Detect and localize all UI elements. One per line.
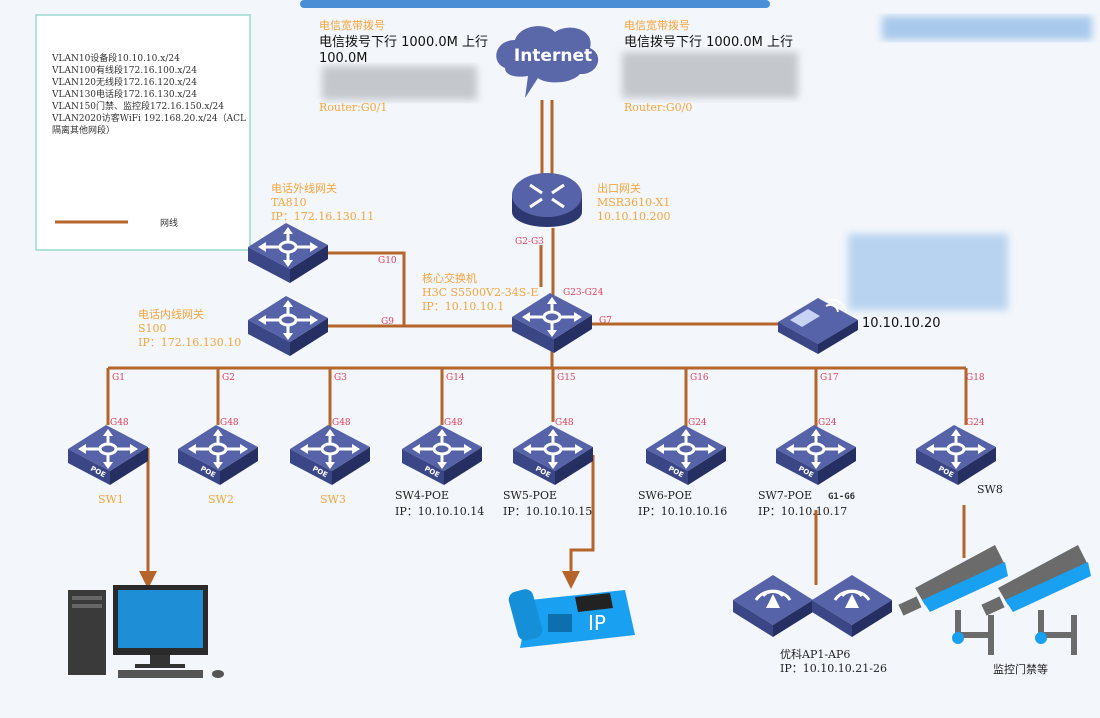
ap-ip: IP：10.10.10.21-26 xyxy=(780,662,887,675)
switch-name: SW8 xyxy=(977,483,1003,496)
isp-left-title: 电信宽带拨号 xyxy=(319,18,385,32)
s100-name: 电话内线网关 xyxy=(138,307,204,321)
port-label: G3 xyxy=(334,373,347,383)
internet-label: Internet xyxy=(514,46,592,66)
legend-vlan-100: VLAN100有线段172.16.100.x/24 xyxy=(51,64,197,76)
core-switch-icon xyxy=(510,291,594,355)
switch-name: SW4-POE xyxy=(395,489,449,502)
legend-vlan-2020-cont: 隔离其他网段） xyxy=(52,124,115,136)
ta810-name: 电话外线网关 xyxy=(271,181,337,195)
port-label: G1 xyxy=(112,373,125,383)
ta810-ip: IP：172.16.130.11 xyxy=(271,210,374,223)
switch-ip: IP：10.10.10.15 xyxy=(503,505,592,518)
redacted-account xyxy=(622,52,798,98)
port-label: G24 xyxy=(966,418,985,428)
top-banner xyxy=(300,0,770,8)
switch-name: SW3 xyxy=(320,493,346,506)
redacted-account xyxy=(322,66,477,100)
core-switch-ip: IP：10.10.10.1 xyxy=(422,300,504,313)
router-model: MSR3610-X1 xyxy=(597,196,670,209)
switch-ip: IP：10.10.10.14 xyxy=(395,505,484,518)
access-switch-icon xyxy=(644,423,728,487)
legend-vlan-130: VLAN130电话段172.16.130.x/24 xyxy=(51,88,197,100)
access-switch-icon xyxy=(914,423,998,487)
port-label: G10 xyxy=(378,256,397,266)
core-switch-model: H3C S5500V2-34S-E xyxy=(422,286,538,299)
legend-box: VLAN10设备段10.10.10.x/24 VLAN100有线段172.16.… xyxy=(35,14,251,251)
redacted-device-info xyxy=(848,234,1008,310)
legend-vlan-150: VLAN150门禁、监控段172.16.150.x/24 xyxy=(51,100,224,112)
isp-left-bandwidth-cont: 100.0M xyxy=(319,51,367,66)
s100-gateway-icon xyxy=(246,294,330,358)
access-control-device-icon xyxy=(778,298,858,354)
port-label: G48 xyxy=(555,418,574,428)
port-label: G2-G3 xyxy=(515,237,544,247)
port-label: G2 xyxy=(222,373,235,383)
sw7-ap-ports-label: G1-G6 xyxy=(828,492,855,502)
port-label: G17 xyxy=(820,373,839,383)
switch-ip: IP：10.10.10.16 xyxy=(638,505,727,518)
isp-right-port: Router:G0/0 xyxy=(624,101,692,114)
legend-vlan-120: VLAN120无线段172.16.120.x/24 xyxy=(51,76,197,88)
port-label: G48 xyxy=(110,418,129,428)
port-label: G48 xyxy=(332,418,351,428)
router-name: 出口网关 xyxy=(597,181,641,195)
switch-name: SW5-POE xyxy=(503,489,557,502)
router-ip: 10.10.10.200 xyxy=(597,210,670,223)
wireless-ap-icon xyxy=(731,573,815,639)
ip-phone-label: IP xyxy=(588,611,606,635)
port-label: G16 xyxy=(690,373,709,383)
ip-phone-icon: IP xyxy=(508,589,635,648)
access-switch-icon xyxy=(400,423,484,487)
legend-vlan-2020: VLAN2020访客WiFi 192.168.20.x/24（ACL xyxy=(51,112,246,124)
port-label: G48 xyxy=(220,418,239,428)
switch-name: SW6-POE xyxy=(638,489,692,502)
port-label: G18 xyxy=(966,373,985,383)
cameras-label: 监控门禁等 xyxy=(993,662,1048,676)
desktop-computer-icon xyxy=(68,585,224,678)
legend-wire-label: 网线 xyxy=(160,217,178,229)
switch-ip: IP：10.10.10.17 xyxy=(758,505,847,518)
access-control-ip: 10.10.10.20 xyxy=(862,316,941,331)
port-label: G15 xyxy=(557,373,576,383)
switch-name: SW1 xyxy=(98,493,124,506)
isp-left-bandwidth: 电信拨号下行 1000.0M 上行 xyxy=(319,35,488,50)
access-switch-icon xyxy=(66,423,150,487)
core-switch-name: 核心交换机 xyxy=(422,271,477,285)
surveillance-camera-icon xyxy=(898,545,1008,655)
ta810-model: TA810 xyxy=(271,196,307,209)
isp-right-info: 电信宽带拨号 电信拨号下行 1000.0M 上行 Router:G0/0 xyxy=(622,18,798,114)
ta810-gateway-icon xyxy=(246,221,330,285)
isp-left-info: 电信宽带拨号 电信拨号下行 1000.0M 上行 100.0M Router:G… xyxy=(319,18,488,114)
switch-name: SW7-POE xyxy=(758,489,812,502)
internet-cloud-icon: Internet xyxy=(496,26,599,98)
switch-name: SW2 xyxy=(208,493,234,506)
isp-right-bandwidth: 电信拨号下行 1000.0M 上行 xyxy=(624,35,793,50)
isp-right-title: 电信宽带拨号 xyxy=(624,18,690,32)
isp-left-port: Router:G0/1 xyxy=(319,101,387,114)
redacted-top-right xyxy=(882,16,1092,40)
port-label: G9 xyxy=(381,317,394,327)
port-label: G48 xyxy=(444,418,463,428)
access-switch-icon xyxy=(176,423,260,487)
port-label: G7 xyxy=(599,316,612,326)
router-icon xyxy=(512,173,582,227)
s100-model: S100 xyxy=(138,322,167,335)
legend-vlan-10: VLAN10设备段10.10.10.x/24 xyxy=(51,52,180,64)
port-label: G23-G24 xyxy=(563,288,604,298)
s100-ip: IP：172.16.130.10 xyxy=(138,336,241,349)
access-switch-icon xyxy=(511,423,595,487)
access-switch-icon xyxy=(774,423,858,487)
port-label: G24 xyxy=(818,418,837,428)
access-switch-icon xyxy=(288,423,372,487)
wireless-ap-icon xyxy=(810,573,894,639)
ap-name: 优科AP1-AP6 xyxy=(780,647,850,661)
port-label: G14 xyxy=(446,373,465,383)
port-label: G24 xyxy=(688,418,707,428)
